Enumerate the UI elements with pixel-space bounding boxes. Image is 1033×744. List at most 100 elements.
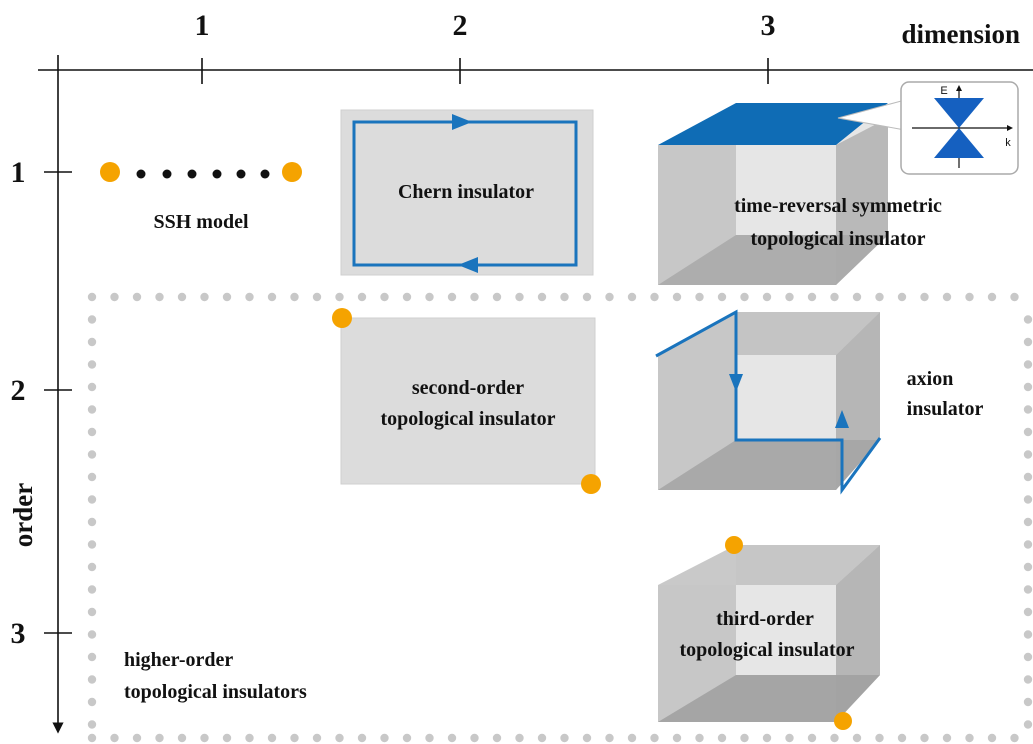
- border-dot: [245, 292, 254, 302]
- ssh-site: [260, 169, 270, 179]
- border-dot: [87, 360, 97, 369]
- border-dot: [1010, 292, 1019, 302]
- border-dot: [1023, 450, 1033, 459]
- ssh-end-state-right: [282, 162, 302, 182]
- dirac-cone-inset: E k: [900, 81, 1019, 175]
- border-dot: [1023, 405, 1033, 414]
- border-dot: [515, 292, 524, 302]
- border-dot: [87, 585, 97, 594]
- second-order-label-line2: topological insulator: [380, 408, 555, 430]
- ti-cube: [658, 99, 906, 285]
- border-dot: [290, 292, 299, 302]
- border-dot: [87, 697, 97, 707]
- chern-edge-arrow-top: [452, 114, 472, 130]
- axion-label-line1: axion: [907, 368, 954, 390]
- hoti-region-label-line1: higher-order: [124, 649, 233, 671]
- border-dot: [177, 292, 187, 302]
- ti-surface-state-top: [658, 103, 888, 145]
- inset-k-label: k: [1005, 137, 1011, 149]
- border-dot: [1023, 517, 1033, 527]
- border-dot: [987, 733, 997, 743]
- border-dot: [380, 292, 389, 302]
- border-dot: [267, 292, 277, 302]
- third-order-cube-top: [658, 545, 880, 585]
- border-dot: [830, 292, 839, 302]
- chern-insulator-label: Chern insulator: [398, 181, 534, 203]
- border-dot: [1023, 495, 1033, 504]
- border-dot: [1023, 697, 1033, 707]
- border-dot: [1023, 472, 1033, 482]
- corner-state-top: [725, 536, 743, 554]
- border-dot: [87, 292, 97, 302]
- border-dot: [672, 292, 682, 302]
- y-axis-title: order: [8, 483, 38, 547]
- border-dot: [132, 292, 142, 302]
- corner-state-bottom-right: [581, 474, 601, 494]
- border-dot: [582, 292, 592, 302]
- border-dot: [87, 675, 97, 684]
- border-dot: [245, 733, 254, 743]
- border-dot: [87, 315, 97, 324]
- border-dot: [965, 733, 974, 743]
- inset-e-label: E: [940, 85, 947, 97]
- border-dot: [965, 292, 974, 302]
- border-dot: [537, 292, 547, 302]
- ssh-site: [136, 169, 146, 179]
- y-tick-label-3: 3: [11, 617, 26, 650]
- border-dot: [492, 733, 502, 743]
- border-dot: [155, 733, 164, 743]
- third-order-cube-bottom: [658, 675, 880, 722]
- border-dot: [740, 733, 749, 743]
- border-dot: [222, 292, 232, 302]
- border-dot: [87, 405, 97, 414]
- ssh-model-chain: [100, 162, 302, 182]
- border-dot: [785, 733, 794, 743]
- border-dot: [87, 630, 97, 639]
- border-dot: [1010, 733, 1019, 743]
- axion-hinge-current: [655, 309, 882, 495]
- axion-cube-bottom: [658, 440, 880, 490]
- border-dot: [920, 292, 929, 302]
- border-dot: [87, 517, 97, 527]
- border-dot: [717, 733, 727, 743]
- border-dot: [447, 733, 457, 743]
- border-dot: [627, 292, 637, 302]
- border-dot: [87, 495, 97, 504]
- border-dot: [920, 733, 929, 743]
- tri-ti-label-line2: topological insulator: [750, 228, 925, 250]
- second-order-ti-panel: second-order topological insulator: [332, 308, 601, 494]
- border-dot: [335, 292, 344, 302]
- hinge-arrow-down: [729, 374, 743, 392]
- border-dot: [942, 733, 952, 743]
- border-dot: [87, 450, 97, 459]
- dirac-cone-lower: [934, 128, 984, 158]
- border-dot: [1023, 720, 1033, 729]
- border-dot: [695, 733, 704, 743]
- x-tick-label-2: 2: [453, 9, 468, 42]
- border-dot: [87, 540, 97, 549]
- border-dot: [87, 607, 97, 617]
- ssh-site: [187, 169, 197, 179]
- border-dot: [897, 292, 907, 302]
- border-dot: [650, 292, 659, 302]
- border-dot: [762, 733, 772, 743]
- border-dot: [380, 733, 389, 743]
- border-dot: [1023, 382, 1033, 392]
- second-order-sheet: [340, 317, 596, 485]
- border-dot: [87, 652, 97, 662]
- y-tick-label-2: 2: [11, 374, 26, 407]
- border-dot: [312, 733, 322, 743]
- border-dot: [110, 292, 119, 302]
- ti-cube-bottom: [658, 235, 888, 285]
- ssh-site: [236, 169, 246, 179]
- x-axis-title: dimension: [901, 19, 1020, 49]
- border-dot: [852, 733, 862, 743]
- border-dot: [807, 733, 817, 743]
- border-dot: [897, 733, 907, 743]
- border-dot: [222, 733, 232, 743]
- ssh-site: [212, 169, 222, 179]
- border-dot: [87, 720, 97, 729]
- border-dot: [1023, 562, 1033, 572]
- border-dot: [267, 733, 277, 743]
- border-dot: [402, 733, 412, 743]
